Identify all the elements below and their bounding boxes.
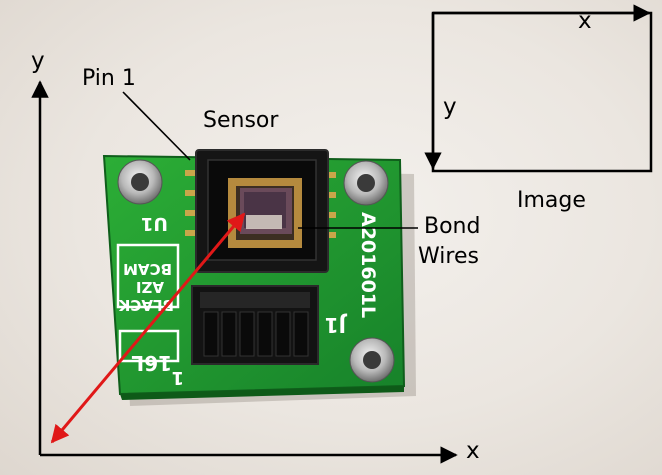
label-image-y: y	[443, 94, 457, 120]
silk-pin-one: 1	[171, 367, 184, 388]
mounting-hole-top-right	[343, 160, 389, 206]
silk-part-number: A201601L	[357, 212, 379, 318]
pin1-leader	[122, 91, 191, 161]
image-frame	[431, 11, 653, 173]
silk-j1: J1	[325, 313, 348, 337]
position-vector-arrow	[50, 212, 246, 444]
label-board-y: y	[31, 48, 45, 74]
mounting-hole-bottom-right	[349, 337, 395, 383]
label-image-x: x	[578, 8, 592, 34]
silk-bcam: BCAM	[123, 260, 172, 278]
label-wires: Wires	[418, 244, 479, 269]
label-sensor: Sensor	[203, 108, 279, 133]
sensor-package	[185, 149, 336, 273]
label-pin1: Pin 1	[82, 66, 136, 91]
mounting-hole-top-left	[117, 159, 163, 205]
header-connector	[191, 285, 319, 365]
label-board-x: x	[466, 438, 480, 464]
label-bond: Bond	[424, 214, 481, 239]
silk-u1: U1	[141, 213, 168, 234]
silk-azi: AZI	[136, 278, 164, 296]
silk-16l: 16L	[131, 351, 172, 375]
label-image: Image	[517, 188, 586, 213]
